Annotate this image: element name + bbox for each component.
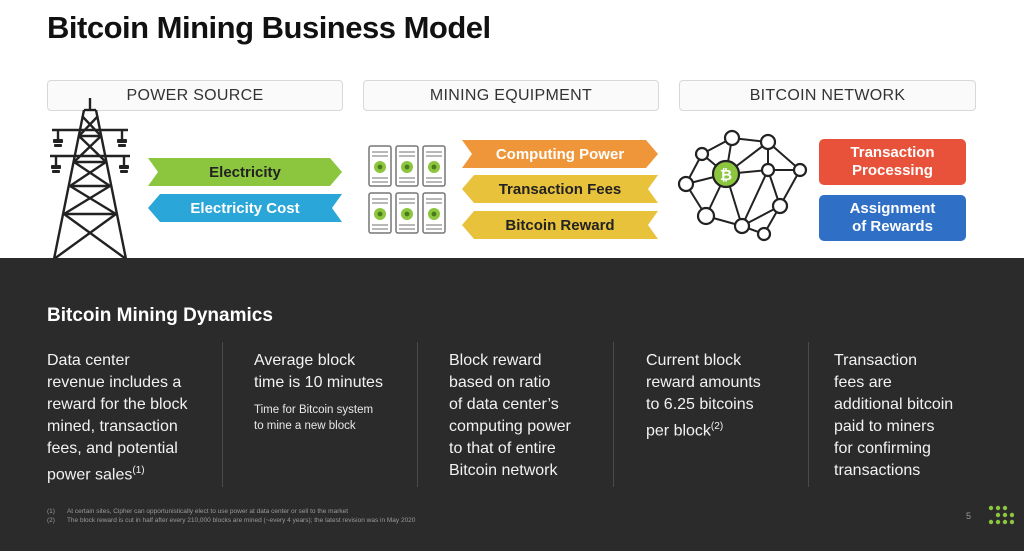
footnote-ref: (1)	[132, 465, 145, 476]
electricity-label: Electricity	[209, 163, 281, 181]
footnotes: (1) At certain sites, Cipher can opportu…	[47, 507, 415, 525]
computing-power-arrow: Computing Power	[462, 140, 658, 168]
dynamics-column-text: Current block reward amounts to 6.25 bit…	[646, 352, 761, 440]
dynamics-column-subtext: Time for Bitcoin system to mine a new bl…	[254, 404, 374, 432]
column-divider	[613, 342, 614, 487]
transaction-fees-label: Transaction Fees	[498, 180, 622, 198]
company-logo-icon	[988, 505, 1014, 525]
footnote-ref: (2)	[710, 421, 724, 432]
bitcoin-reward-arrow: Bitcoin Reward	[462, 211, 658, 239]
computing-power-label: Computing Power	[495, 145, 625, 163]
assignment-of-rewards-box: Assignment of Rewards	[819, 195, 966, 241]
dynamics-column-2: Average block time is 10 minutes Time fo…	[254, 350, 404, 434]
bitcoin-network-icon: ₿	[677, 129, 808, 242]
page-number: 5	[966, 511, 972, 521]
dynamics-panel	[0, 258, 1024, 551]
bitcoin-reward-label: Bitcoin Reward	[505, 216, 615, 234]
dynamics-title: Bitcoin Mining Dynamics	[47, 305, 273, 326]
section-label-power-source: POWER SOURCE	[47, 80, 343, 111]
column-divider	[417, 342, 418, 487]
section-label-mining-equipment: MINING EQUIPMENT	[363, 80, 659, 111]
column-divider	[808, 342, 809, 487]
dynamics-column-1: Data center revenue includes a reward fo…	[47, 350, 212, 486]
dynamics-column-3: Block reward based on ratio of data cent…	[449, 350, 599, 482]
transaction-processing-box: Transaction Processing	[819, 139, 966, 185]
electricity-arrow: Electricity	[148, 158, 342, 186]
power-tower-icon	[50, 98, 130, 260]
dynamics-column-text: Average block time is 10 minutes	[254, 352, 383, 391]
dynamics-column-4: Current block reward amounts to 6.25 bit…	[646, 350, 796, 442]
footnote: (2) The block reward is cut in half afte…	[47, 517, 416, 524]
bitcoin-symbol: ₿	[720, 166, 732, 184]
dynamics-column-5: Transaction fees are additional bitcoin …	[834, 350, 984, 482]
page-title: Bitcoin Mining Business Model	[47, 10, 491, 45]
transaction-fees-arrow: Transaction Fees	[462, 175, 658, 203]
footnote: (1) At certain sites, Cipher can opportu…	[47, 508, 349, 515]
section-label-bitcoin-network: BITCOIN NETWORK	[679, 80, 976, 111]
electricity-cost-arrow: Electricity Cost	[148, 194, 342, 222]
column-divider	[222, 342, 223, 487]
dynamics-column-text: Block reward based on ratio of data cent…	[449, 352, 571, 479]
electricity-cost-label: Electricity Cost	[190, 199, 300, 217]
dynamics-column-text: Transaction fees are additional bitcoin …	[834, 352, 954, 479]
dynamics-column-text: Data center revenue includes a reward fo…	[47, 352, 188, 484]
mining-servers-icon	[368, 145, 446, 234]
